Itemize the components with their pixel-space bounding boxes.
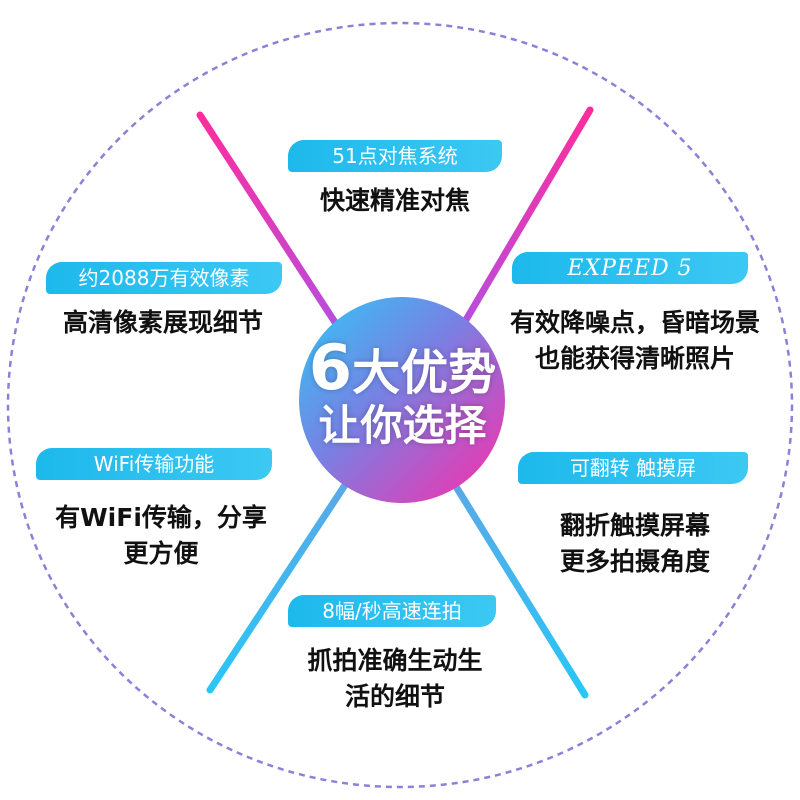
feature-expeed-line-2: 也能获得清晰照片 — [534, 344, 735, 373]
hub-title: 6大优势 — [300, 337, 505, 402]
pill-wifi: WiFi传输功能 — [36, 448, 272, 480]
outline-ellipse — [6, 21, 794, 789]
hub-subtitle: 让你选择 — [318, 401, 487, 450]
expeed-logo: EXPEED 5 — [567, 256, 693, 281]
feature-wifi-line-1: 有WiFi传输，分享 — [55, 503, 267, 532]
spoke-upper-right — [456, 106, 594, 334]
pill-megapixels: 约2088万有效像素 — [46, 262, 282, 294]
feature-autofocus: 快速精准对焦 — [270, 183, 520, 219]
feature-expeed-line-1: 有效降噪点，昏暗场景 — [509, 308, 760, 337]
spoke-lower-left — [206, 481, 349, 694]
hub-number: 6 — [308, 331, 353, 404]
feature-megapixels: 高清像素展现细节 — [18, 305, 308, 341]
feature-wifi-line-2: 更方便 — [123, 539, 199, 568]
feature-burst: 抓拍准确生动生 活的细节 — [265, 643, 525, 715]
feature-burst-line-1: 抓拍准确生动生 — [307, 646, 483, 675]
spoke-lower-right — [451, 481, 589, 699]
feature-burst-line-2: 活的细节 — [344, 682, 445, 711]
center-hub — [299, 297, 505, 503]
feature-expeed: 有效降噪点，昏暗场景 也能获得清晰照片 — [490, 305, 780, 377]
pill-autofocus: 51点对焦系统 — [288, 140, 502, 172]
hub-title-text: 大优势 — [352, 345, 497, 401]
pill-expeed: EXPEED 5 — [512, 252, 748, 284]
feature-touchscreen-line-1: 翻折触摸屏幕 — [559, 511, 710, 540]
feature-wifi: 有WiFi传输，分享 更方便 — [26, 500, 296, 572]
feature-megapixels-line-1: 高清像素展现细节 — [62, 308, 263, 337]
pill-touchscreen: 可翻转 触摸屏 — [518, 452, 748, 484]
feature-touchscreen: 翻折触摸屏幕 更多拍摄角度 — [510, 508, 760, 580]
feature-touchscreen-line-2: 更多拍摄角度 — [559, 547, 710, 576]
spoke-upper-left — [196, 111, 344, 334]
pill-burst: 8幅/秒高速连拍 — [288, 595, 496, 627]
feature-autofocus-line-1: 快速精准对焦 — [319, 186, 470, 215]
